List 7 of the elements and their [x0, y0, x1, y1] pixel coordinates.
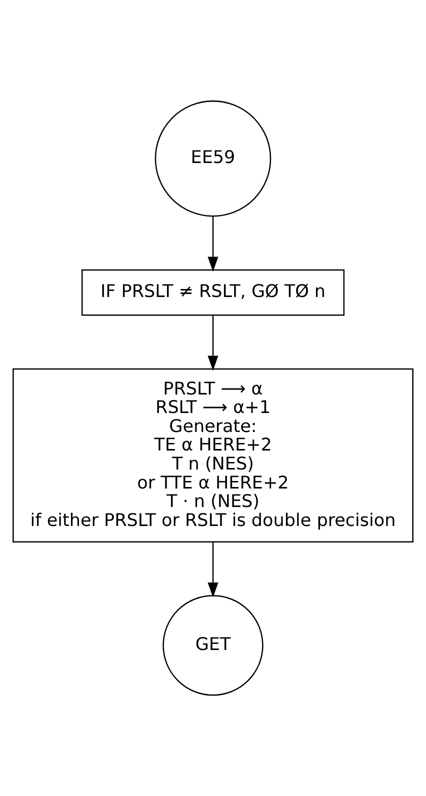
node-box: PRSLT ⟶ α RSLT ⟶ α+1 Generate: TE α HERE+2 T n (NES) or TTE α HERE+2 T · n (NES) if either PRSLT or RSLT is double precision — [12, 368, 414, 543]
arrow — [208, 216, 218, 272]
node-circle: GET — [162, 595, 264, 696]
node-box: IF PRSLT ≠ RSLT, GØ TØ n — [81, 269, 345, 316]
arrow — [208, 315, 218, 371]
arrow — [208, 542, 218, 598]
node-circle: EE59 — [154, 100, 272, 217]
